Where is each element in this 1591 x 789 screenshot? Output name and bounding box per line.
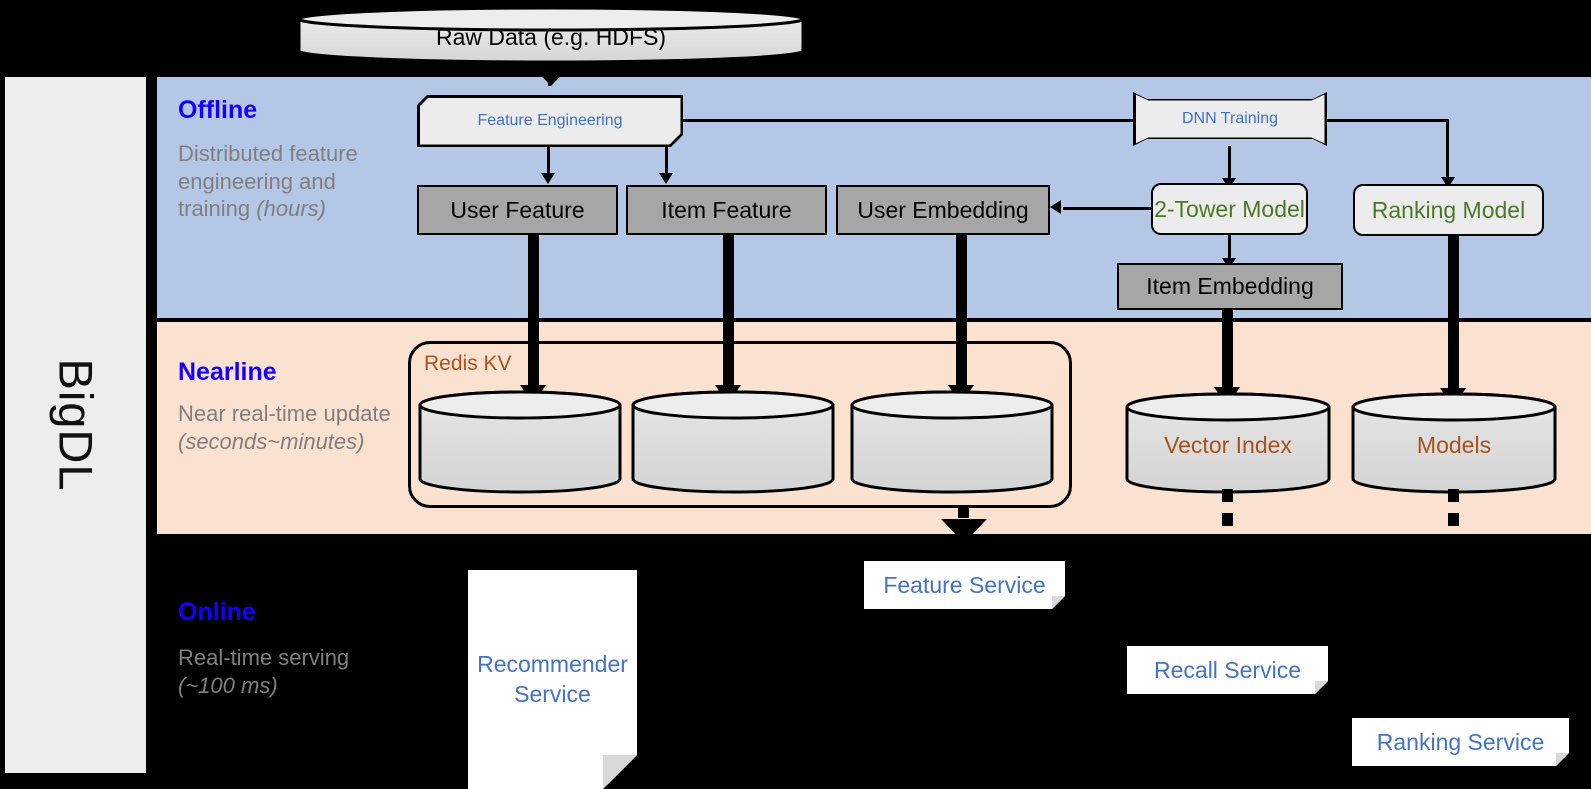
arrow-redis-to-featureservice-head — [941, 519, 987, 543]
dnn-training-label: DNN Training — [1181, 110, 1279, 127]
online-subtitle: Real-time serving (~100 ms) — [178, 644, 398, 699]
arrow-dnn-to-twotower-line — [1228, 146, 1231, 181]
raw-data-cylinder: Raw Data (e.g. HDFS) — [296, 6, 806, 64]
offline-subtitle-text: Distributed feature engineering and trai… — [178, 141, 358, 221]
ranking-model-node[interactable]: Ranking Model — [1353, 184, 1544, 236]
recall-service-node[interactable]: Recall Service — [1127, 646, 1328, 694]
arrow-dnn-to-ranking-v — [1446, 119, 1449, 179]
bigdl-label: BigDL — [49, 358, 102, 492]
arrow-itememb-to-vectorindex-line — [1222, 310, 1233, 392]
two-tower-model-label: 2-Tower Model — [1154, 195, 1305, 222]
ranking-service-node[interactable]: Ranking Service — [1352, 718, 1569, 766]
arrow-fe-to-itemfeature-line — [665, 147, 668, 175]
arrow-twotower-to-userembedding-head — [1050, 200, 1061, 214]
dash-models-1 — [1448, 489, 1459, 502]
models-cylinder[interactable]: Models — [1350, 391, 1558, 495]
feature-service-label: Feature Service — [883, 571, 1046, 598]
arrow-dnn-to-ranking-h — [1327, 119, 1449, 122]
feature-engineering-label: Feature Engineering — [477, 112, 623, 129]
user-feature-store[interactable]: User Feature — [417, 185, 618, 235]
nearline-subtitle: Near real-time update (seconds~minutes) — [178, 400, 408, 455]
offline-title: Offline — [178, 96, 258, 124]
online-subtitle-emphasis: (~100 ms) — [178, 672, 278, 698]
user-embedding-label: User Embedding — [857, 196, 1029, 223]
ranking-model-label: Ranking Model — [1371, 196, 1526, 223]
user-feature-label: User Feature — [450, 196, 585, 223]
user-feature-cylinder[interactable] — [417, 389, 623, 495]
ranking-service-label: Ranking Service — [1376, 728, 1545, 755]
redis-kv-label: Redis KV — [424, 352, 512, 375]
arrow-userfeature-to-store-line — [528, 235, 539, 390]
arrow-rawdata-to-fe-head — [528, 62, 574, 86]
recommender-service-node[interactable]: Recommender Service — [468, 570, 637, 789]
item-embedding-label: Item Embedding — [1146, 273, 1314, 299]
dash-models-2 — [1448, 513, 1459, 526]
recall-service-label: Recall Service — [1154, 656, 1301, 683]
vector-index-label: Vector Index — [1164, 432, 1292, 459]
redis-kv-container — [408, 341, 1072, 508]
item-feature-cylinder[interactable] — [630, 389, 836, 495]
dash-redis-to-featureservice — [958, 506, 969, 518]
arrow-fe-to-itemfeature-head — [659, 173, 673, 184]
two-tower-model-node[interactable]: 2-Tower Model — [1151, 183, 1308, 235]
recall-service-fold-icon — [1315, 681, 1328, 694]
item-embedding-store[interactable]: Item Embedding — [1117, 263, 1343, 310]
online-subtitle-text: Real-time serving — [178, 645, 350, 670]
dash-vectorindex-1 — [1222, 489, 1233, 502]
vector-index-cylinder[interactable]: Vector Index — [1124, 391, 1332, 495]
user-embedding-cylinder[interactable] — [849, 389, 1055, 495]
arrow-fe-to-dnn-line — [683, 119, 1158, 122]
nearline-subtitle-text: Near real-time update — [178, 401, 391, 426]
raw-data-label: Raw Data (e.g. HDFS) — [435, 24, 667, 51]
feature-service-node[interactable]: Feature Service — [864, 561, 1065, 609]
dash-vectorindex-2 — [1222, 513, 1233, 526]
dnn-training-node[interactable]: DNN Training — [1133, 92, 1327, 146]
offline-subtitle: Distributed feature engineering and trai… — [178, 140, 388, 223]
item-feature-store[interactable]: Item Feature — [626, 185, 827, 235]
arrow-rankingmodel-to-models-line — [1448, 236, 1459, 393]
arrow-fe-to-userfeature-head — [541, 173, 555, 184]
arrow-dnn-to-ranking-head — [1441, 177, 1455, 188]
recommender-service-label: Recommender Service — [477, 650, 628, 707]
recommender-service-fold-icon — [603, 755, 637, 789]
feature-service-fold-icon — [1052, 596, 1065, 609]
offline-subtitle-emphasis: (hours) — [256, 196, 326, 221]
nearline-subtitle-emphasis: (seconds~minutes) — [178, 428, 365, 454]
arrow-twotower-to-userembedding-line — [1063, 207, 1153, 210]
ranking-service-fold-icon — [1556, 753, 1569, 766]
bigdl-sidebar: BigDL — [5, 77, 146, 773]
item-feature-label: Item Feature — [661, 196, 792, 223]
arrow-fe-to-userfeature-line — [547, 147, 550, 175]
user-embedding-store[interactable]: User Embedding — [836, 185, 1050, 235]
nearline-title: Nearline — [178, 358, 277, 386]
models-label: Models — [1416, 432, 1492, 459]
arrow-itemfeature-to-store-line — [723, 235, 734, 390]
arrow-userembedding-to-store-line — [956, 235, 967, 390]
online-title: Online — [178, 598, 256, 626]
feature-engineering-node[interactable]: Feature Engineering — [417, 95, 683, 147]
arrow-twotower-to-itememb-line — [1228, 235, 1231, 261]
